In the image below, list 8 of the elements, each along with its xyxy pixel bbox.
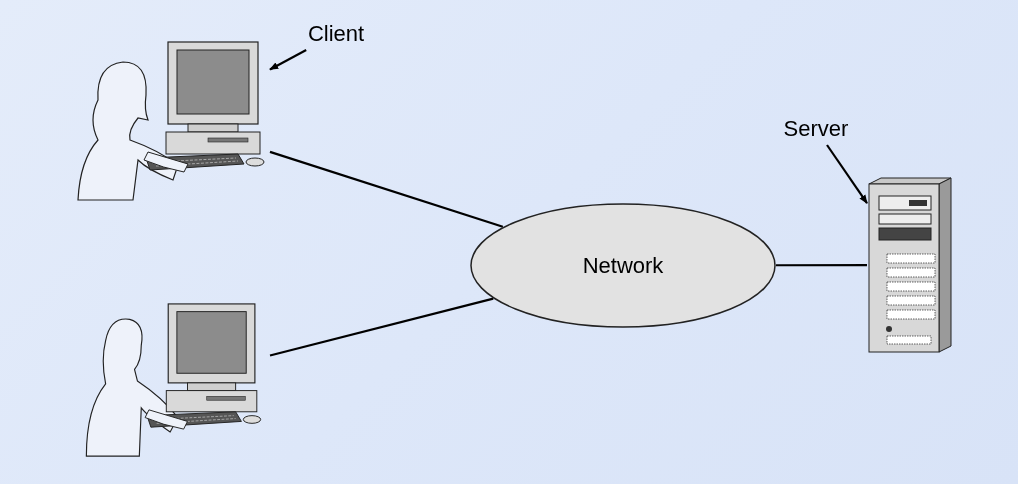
leader-arrow — [269, 49, 307, 71]
leader-arrow — [826, 144, 868, 204]
network-label: Network — [582, 252, 664, 279]
connection-line — [269, 150, 504, 228]
connection-line — [269, 297, 494, 357]
callout-label: Client — [307, 21, 365, 47]
callout-label: Server — [783, 116, 849, 142]
connection-line — [776, 263, 867, 267]
